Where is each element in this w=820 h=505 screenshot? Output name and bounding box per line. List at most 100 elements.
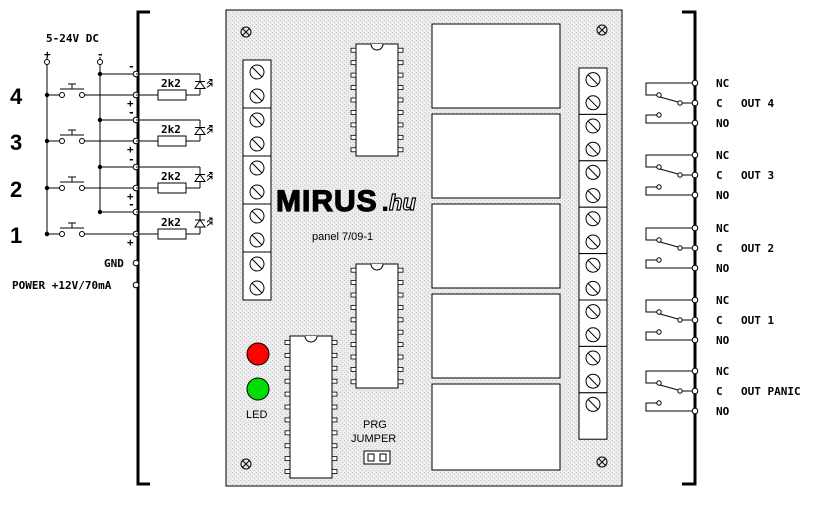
bracket-terminal	[691, 119, 699, 127]
relay-contact	[677, 172, 683, 178]
ic-pin	[331, 430, 338, 436]
relay-contact	[677, 245, 683, 251]
ic-pin	[397, 47, 404, 53]
ic-notch	[370, 43, 384, 51]
relay-no-wire	[645, 186, 692, 196]
mounting-hole-bottom-right	[596, 456, 608, 468]
polarity-minus: -	[128, 198, 135, 211]
relay-no-wire	[645, 114, 692, 124]
mounting-hole-bottom-left	[240, 458, 252, 470]
bracket-terminal	[691, 99, 699, 107]
ic-pin	[350, 292, 357, 298]
bracket-terminal	[691, 171, 699, 179]
bracket-terminal	[691, 316, 699, 324]
relay-contact	[656, 164, 662, 170]
ic-pin	[397, 304, 404, 310]
ic-pin	[284, 352, 291, 358]
switch-contact	[59, 92, 65, 98]
terminal-screw	[585, 188, 601, 204]
ic-pin	[350, 317, 357, 323]
terminal-screw	[249, 88, 265, 104]
ic-pin	[397, 85, 404, 90]
terminal-screw	[585, 72, 601, 88]
relay-module	[431, 203, 561, 289]
ic-pin	[350, 329, 357, 335]
ic-pin	[284, 417, 291, 423]
resistor-label: 2k2	[161, 77, 181, 90]
ic-pin	[397, 72, 404, 78]
bracket-terminal	[691, 244, 699, 252]
ic-pin	[284, 469, 291, 474]
ic-pin	[331, 340, 338, 345]
opto-led-diode	[194, 219, 206, 228]
resistor	[157, 89, 187, 101]
bracket-terminal	[691, 387, 699, 395]
terminal-block-left	[242, 59, 272, 301]
terminal-screw	[585, 373, 601, 389]
ic-chip-bottom	[284, 335, 338, 479]
ic-pin	[350, 47, 357, 53]
resistor	[157, 135, 187, 147]
ic-pin	[397, 379, 404, 385]
terminal-screw	[585, 164, 601, 180]
ic-pin	[397, 354, 404, 360]
pin-label-nc: NC	[716, 365, 729, 378]
supply-minus-terminal	[97, 59, 103, 65]
terminal-screw	[585, 95, 601, 111]
gnd-label: GND	[104, 257, 124, 270]
input-number: 1	[10, 223, 22, 248]
ic-pin	[331, 352, 338, 358]
pin-label-nc: NC	[716, 294, 729, 307]
pin-label-no: NO	[716, 117, 730, 130]
relay-contact	[677, 388, 683, 394]
ic-pin	[331, 417, 338, 423]
ic-pin	[350, 134, 357, 140]
bracket-terminal	[691, 151, 699, 159]
ic-pin	[397, 342, 404, 348]
pin-label-no: NO	[716, 262, 730, 275]
polarity-minus: -	[128, 153, 135, 166]
relay-module	[431, 383, 561, 471]
ic-pin	[350, 280, 357, 286]
relay-no-wire	[645, 331, 692, 341]
ic-pin	[284, 443, 291, 449]
relay-nc-wire	[645, 370, 692, 384]
terminal-screw	[585, 118, 601, 134]
polarity-minus: -	[128, 106, 135, 119]
ic-pin	[397, 122, 404, 128]
ic-pin	[397, 267, 404, 273]
ic-notch	[370, 263, 384, 271]
terminal-screw	[585, 211, 601, 227]
switch-contact	[79, 138, 85, 144]
polarity-plus: +	[127, 236, 134, 249]
bracket-terminal	[691, 336, 699, 344]
relay-contact	[656, 184, 662, 190]
power-label: POWER +12V/70mA	[12, 279, 112, 292]
terminal-screw	[249, 232, 265, 248]
output-label: OUT 1	[741, 314, 774, 327]
ic-body	[355, 263, 399, 389]
polarity-plus: +	[127, 97, 134, 110]
logo-dot: .	[381, 185, 390, 218]
terminal-screw	[585, 141, 601, 157]
logo-suffix: hu	[389, 190, 416, 215]
ic-body	[289, 335, 333, 479]
terminal-cell	[578, 392, 608, 440]
ic-pin	[350, 342, 357, 348]
ic-chip-top	[350, 43, 404, 157]
ic-pin	[350, 267, 357, 273]
opto-light-arrows	[206, 172, 213, 181]
led-label: LED	[246, 409, 267, 421]
relay-contact	[656, 257, 662, 263]
ic-pin	[397, 110, 404, 115]
relay-contact	[677, 100, 683, 106]
ic-pin	[284, 391, 291, 397]
ic-pin	[397, 366, 404, 372]
ic-pin	[350, 122, 357, 128]
output-label: OUT 4	[741, 97, 774, 110]
terminal-screw	[249, 64, 265, 80]
terminal-screw	[249, 136, 265, 152]
